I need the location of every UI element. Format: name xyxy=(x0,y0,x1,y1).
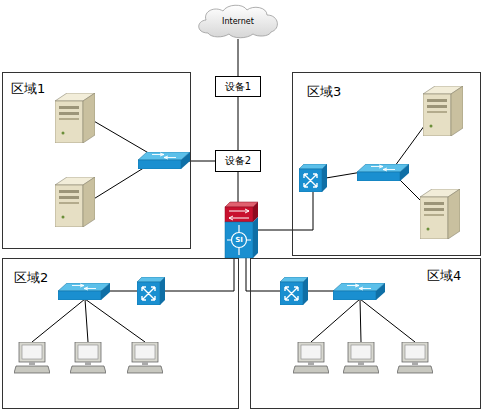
wire xyxy=(188,161,215,162)
wire xyxy=(92,120,152,155)
area-label: 区域3 xyxy=(307,85,341,98)
wire xyxy=(326,172,362,178)
server xyxy=(423,86,463,136)
switch xyxy=(357,164,409,181)
wire xyxy=(360,299,361,342)
pc xyxy=(70,342,106,373)
wire xyxy=(92,164,150,200)
wire xyxy=(258,191,313,230)
core-switch xyxy=(225,202,258,258)
device-label: 设备1 xyxy=(225,82,251,92)
device-box: 设备1 xyxy=(215,76,261,97)
device-label: Internet xyxy=(193,3,283,39)
internet-cloud: Internet xyxy=(193,3,283,39)
area-region: 区域2 xyxy=(2,258,239,409)
layer3-switch xyxy=(137,277,165,305)
wire xyxy=(307,291,337,292)
icon-label: SI xyxy=(231,235,247,245)
wire xyxy=(165,258,234,291)
device-box: 设备2 xyxy=(215,150,261,172)
switch xyxy=(333,283,385,300)
switch xyxy=(138,152,190,169)
wire xyxy=(85,299,88,342)
switch xyxy=(58,283,110,300)
link-line xyxy=(238,97,239,150)
pc xyxy=(293,342,329,373)
link-line xyxy=(238,39,239,76)
layer3-switch xyxy=(299,164,327,192)
area-label: 区域2 xyxy=(14,271,48,284)
wire xyxy=(32,299,85,342)
area-region: 区域3 xyxy=(292,72,481,256)
wires xyxy=(32,118,430,342)
wire xyxy=(360,299,415,342)
server xyxy=(55,177,95,227)
layer3-switch xyxy=(280,277,308,305)
pc xyxy=(127,342,163,373)
device-label: 设备2 xyxy=(225,156,251,166)
pc xyxy=(343,342,379,373)
server xyxy=(420,189,460,239)
area-region: 区域1 xyxy=(2,72,191,249)
area-label: 区域4 xyxy=(427,269,461,282)
wire xyxy=(238,172,239,203)
wire xyxy=(311,299,360,342)
pc xyxy=(14,342,50,373)
area-region: 区域4 xyxy=(250,258,481,409)
wire xyxy=(246,258,280,291)
area-label: 区域1 xyxy=(11,82,45,95)
server xyxy=(55,93,95,143)
pc xyxy=(397,342,433,373)
wire xyxy=(85,299,145,342)
